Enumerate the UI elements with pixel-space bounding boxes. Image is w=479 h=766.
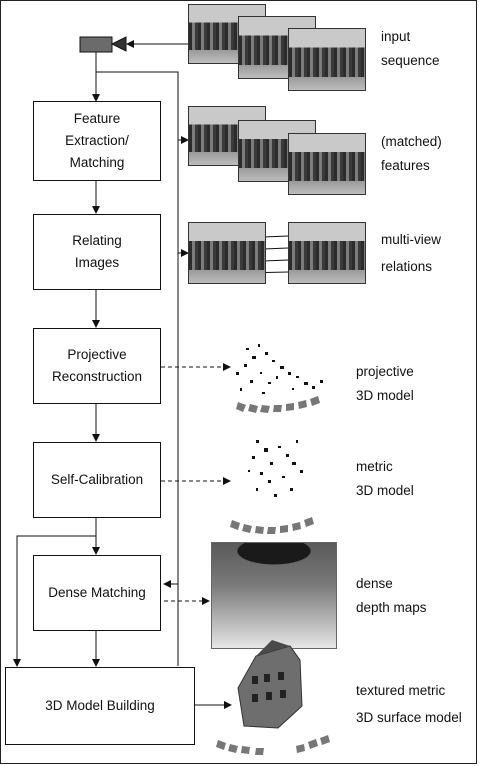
self-calibration-box: Self-Calibration	[33, 442, 161, 518]
depth-maps-label: dense depth maps	[356, 576, 427, 615]
textured-model-label: textured metric 3D surface model	[356, 683, 462, 725]
feature-extraction-box: Feature Extraction/ Matching	[33, 101, 161, 181]
relation-image-right	[288, 222, 366, 284]
metric-model-label: metric 3D model	[356, 459, 414, 498]
feature-extraction-label: Feature Extraction/ Matching	[65, 111, 129, 170]
multi-view-relations-label: multi-view relations	[381, 232, 442, 274]
matched-features-label: (matched) features	[381, 134, 442, 173]
feature-image-3	[288, 133, 366, 195]
input-image-3	[288, 28, 366, 91]
model-building-label: 3D Model Building	[45, 698, 155, 713]
dense-matching-label: Dense Matching	[48, 585, 146, 600]
projective-model-label: projective 3D model	[356, 364, 414, 403]
input-sequence-label: input sequence	[381, 29, 440, 68]
projective-reconstruction-label: Projective Reconstruction	[51, 347, 143, 384]
camera-icon	[79, 36, 127, 53]
dense-matching-box: Dense Matching	[33, 555, 161, 631]
projective-reconstruction-box: Projective Reconstruction	[33, 328, 161, 404]
relation-image-left	[188, 222, 266, 284]
relating-images-label: Relating Images	[72, 233, 122, 270]
image-bus-line	[96, 71, 179, 666]
depth-map-image	[211, 542, 337, 649]
arrow-selfcal-to-model	[13, 535, 96, 667]
self-calibration-label: Self-Calibration	[50, 472, 144, 487]
feature-image-2	[238, 120, 316, 182]
relating-images-box: Relating Images	[33, 214, 161, 290]
model-building-box: 3D Model Building	[5, 667, 195, 745]
